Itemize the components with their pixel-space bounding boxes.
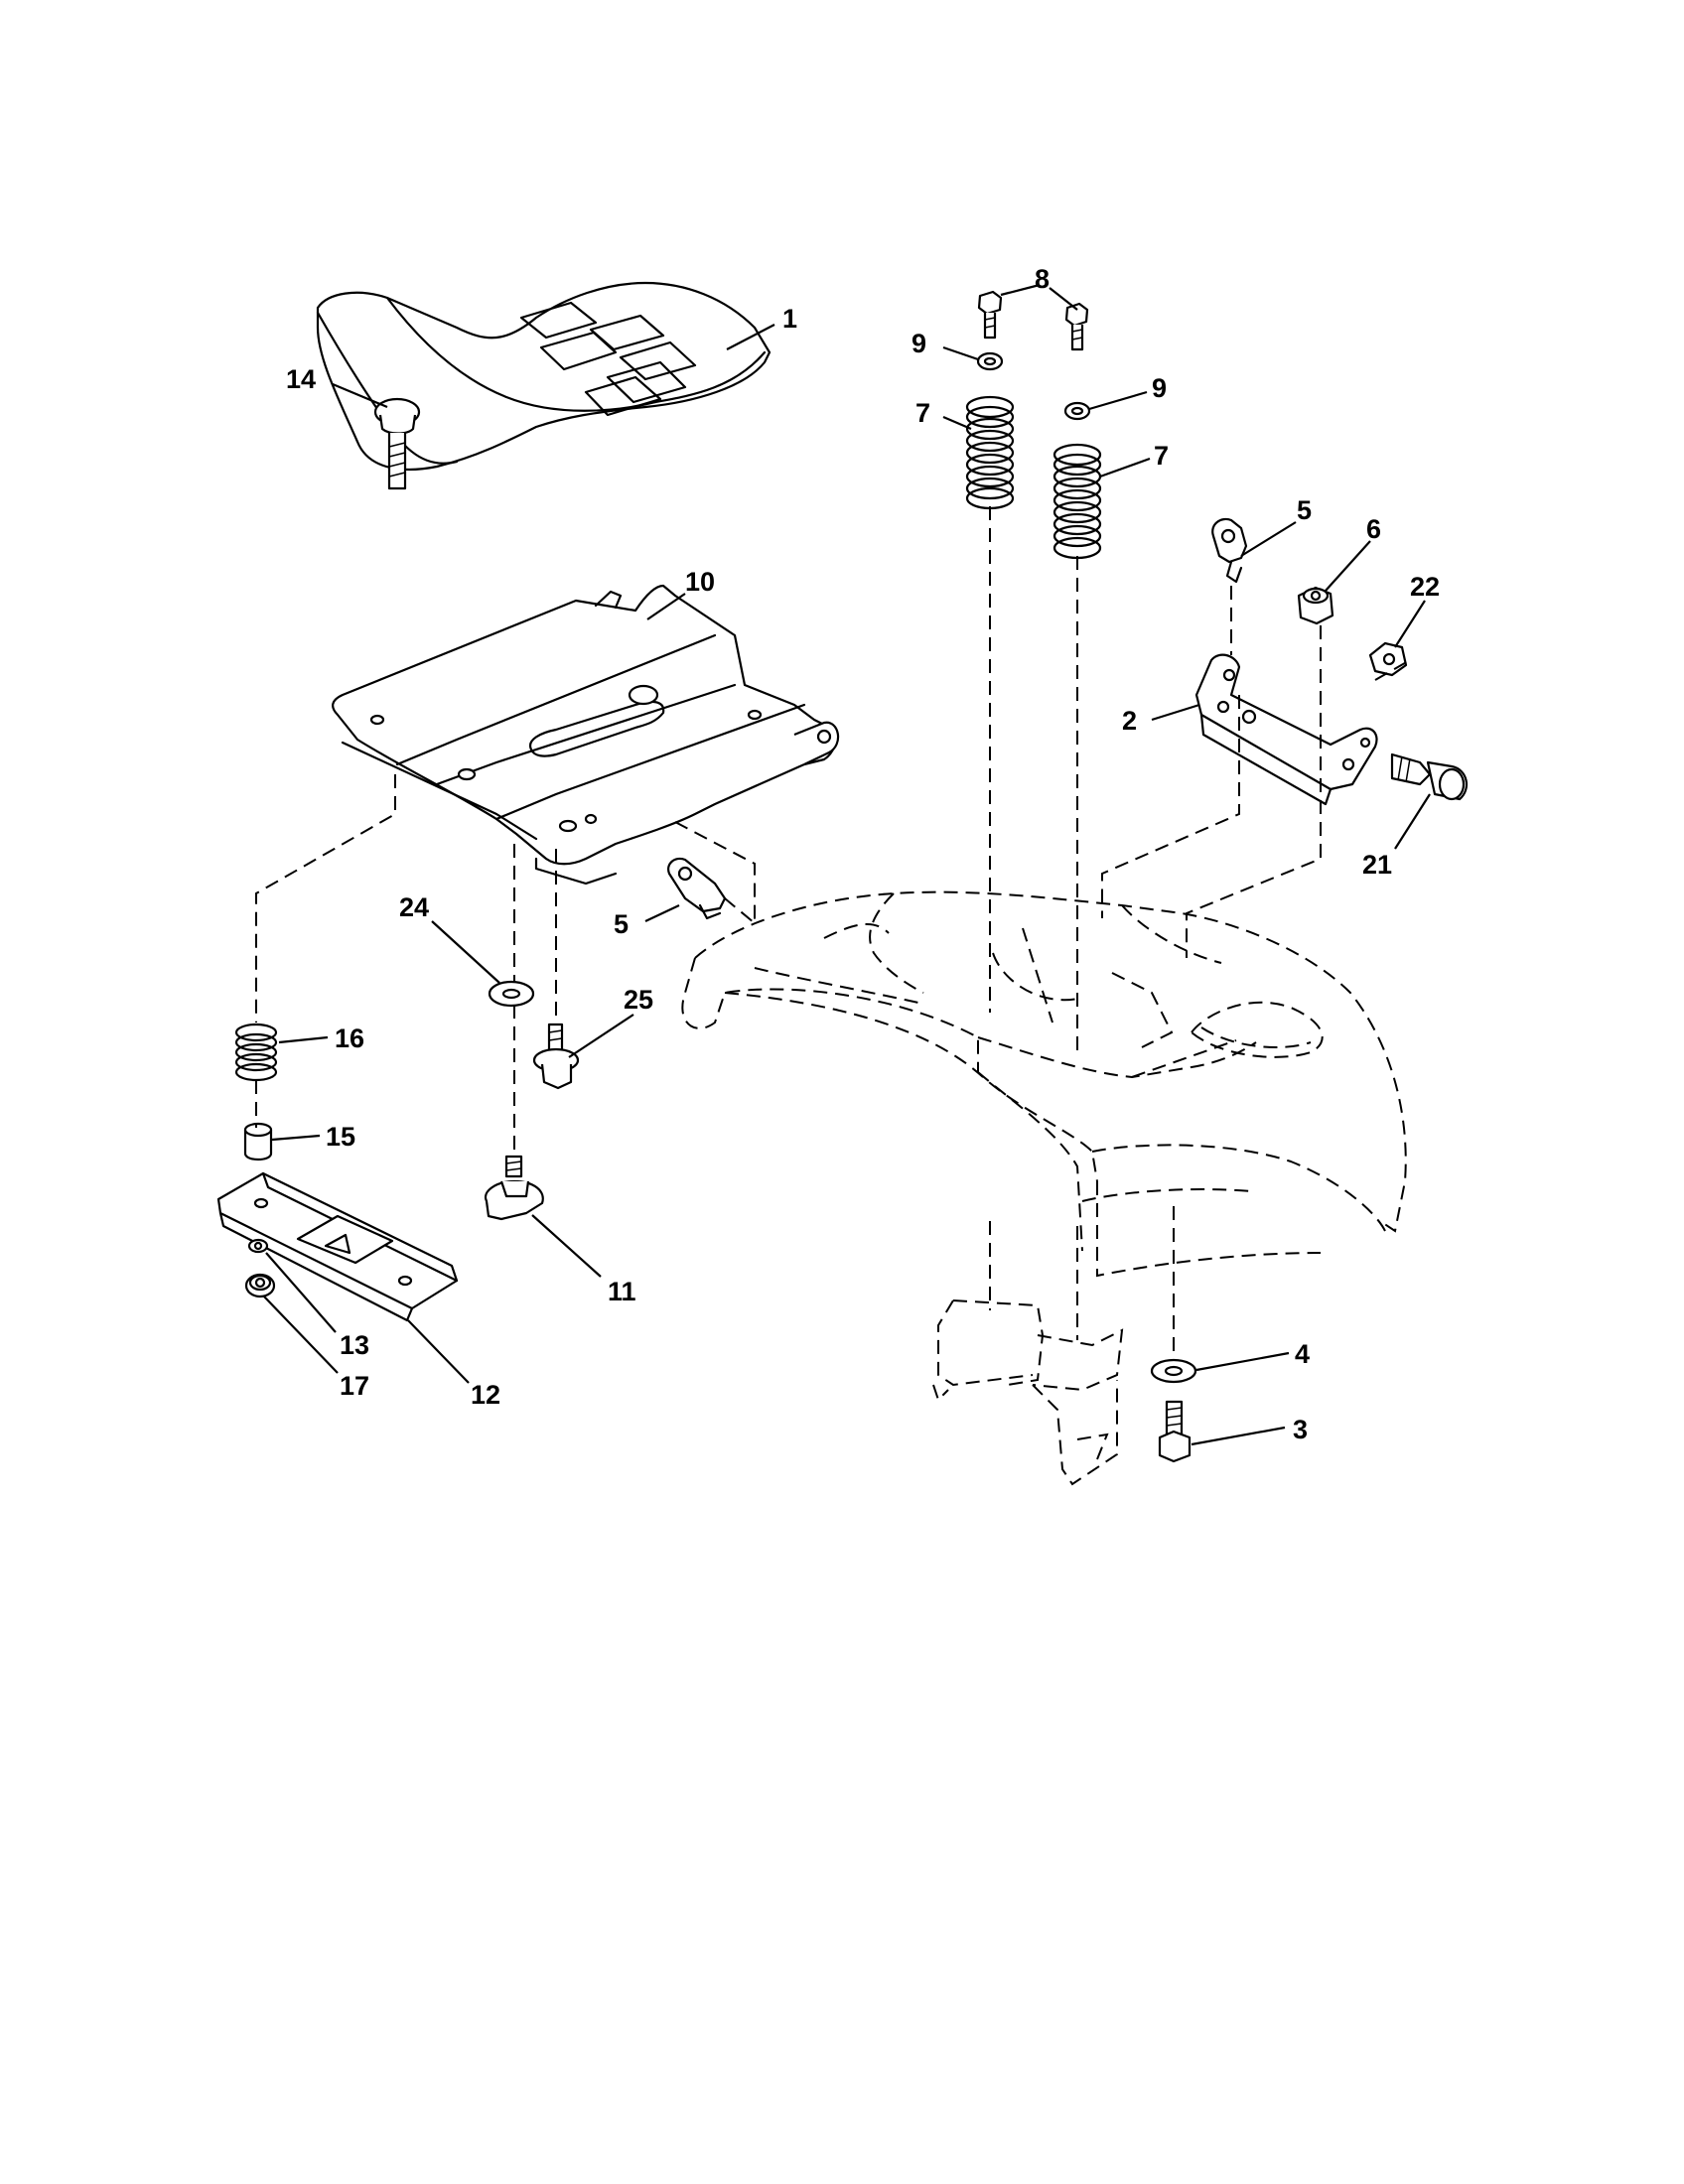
callout-22: 22 — [1410, 572, 1440, 602]
callout-3: 3 — [1293, 1415, 1308, 1444]
washer-9-right — [1063, 401, 1091, 421]
carriage-bolt-14 — [373, 397, 421, 490]
hex-bolt-3 — [1158, 1400, 1192, 1463]
flange-nut-17 — [244, 1273, 276, 1298]
clip-5-upper — [1211, 517, 1248, 584]
callout-15: 15 — [326, 1122, 355, 1152]
seat — [316, 281, 772, 471]
bracket-2 — [1194, 653, 1378, 806]
washer-13 — [247, 1238, 269, 1254]
shoulder-bolt-21 — [1390, 752, 1469, 801]
clip-5-lower — [667, 857, 727, 920]
callout-16: 16 — [335, 1024, 364, 1053]
washer-24 — [488, 980, 535, 1008]
callout-21: 21 — [1362, 850, 1392, 880]
callout-8: 8 — [1035, 264, 1050, 294]
callout-24: 24 — [399, 892, 429, 922]
bolt-8-left — [977, 290, 1003, 340]
washer-4 — [1150, 1358, 1197, 1384]
assembly-lines — [255, 506, 1411, 1358]
callout-13: 13 — [340, 1330, 369, 1360]
spring-16 — [234, 1023, 278, 1082]
spring-7-left — [965, 395, 1015, 510]
callout-2: 2 — [1122, 706, 1137, 736]
callout-10: 10 — [685, 567, 715, 597]
slide-plate-12 — [216, 1171, 459, 1322]
callout-7-right: 7 — [1154, 441, 1169, 471]
callout-12: 12 — [471, 1380, 500, 1410]
bolt-8-right — [1064, 302, 1089, 351]
bolt-25 — [532, 1023, 580, 1090]
callout-1: 1 — [782, 304, 797, 334]
callout-9-right: 9 — [1152, 373, 1167, 403]
leader-lines — [263, 283, 1431, 1446]
spring-7-right — [1052, 443, 1102, 560]
callout-5-upper: 5 — [1297, 495, 1312, 525]
lock-nut-6 — [1297, 586, 1334, 625]
tractor-fender-outline — [681, 890, 1407, 1486]
seat-pan-10 — [332, 584, 840, 886]
callout-7-left: 7 — [915, 398, 930, 428]
callout-4: 4 — [1295, 1339, 1310, 1369]
knob-11 — [484, 1155, 544, 1221]
callout-9-left: 9 — [912, 329, 926, 358]
callout-14: 14 — [286, 364, 316, 394]
washer-9-left — [976, 351, 1004, 371]
callout-25: 25 — [624, 985, 653, 1015]
spacer-15 — [243, 1122, 273, 1161]
nut-22 — [1368, 641, 1408, 677]
callout-17: 17 — [340, 1371, 369, 1401]
callouts: 1 2 3 4 5 5 6 7 7 8 9 9 10 11 12 13 14 1… — [286, 264, 1440, 1444]
callout-6: 6 — [1366, 514, 1381, 544]
callout-5-lower: 5 — [614, 909, 629, 939]
callout-11: 11 — [608, 1277, 636, 1306]
